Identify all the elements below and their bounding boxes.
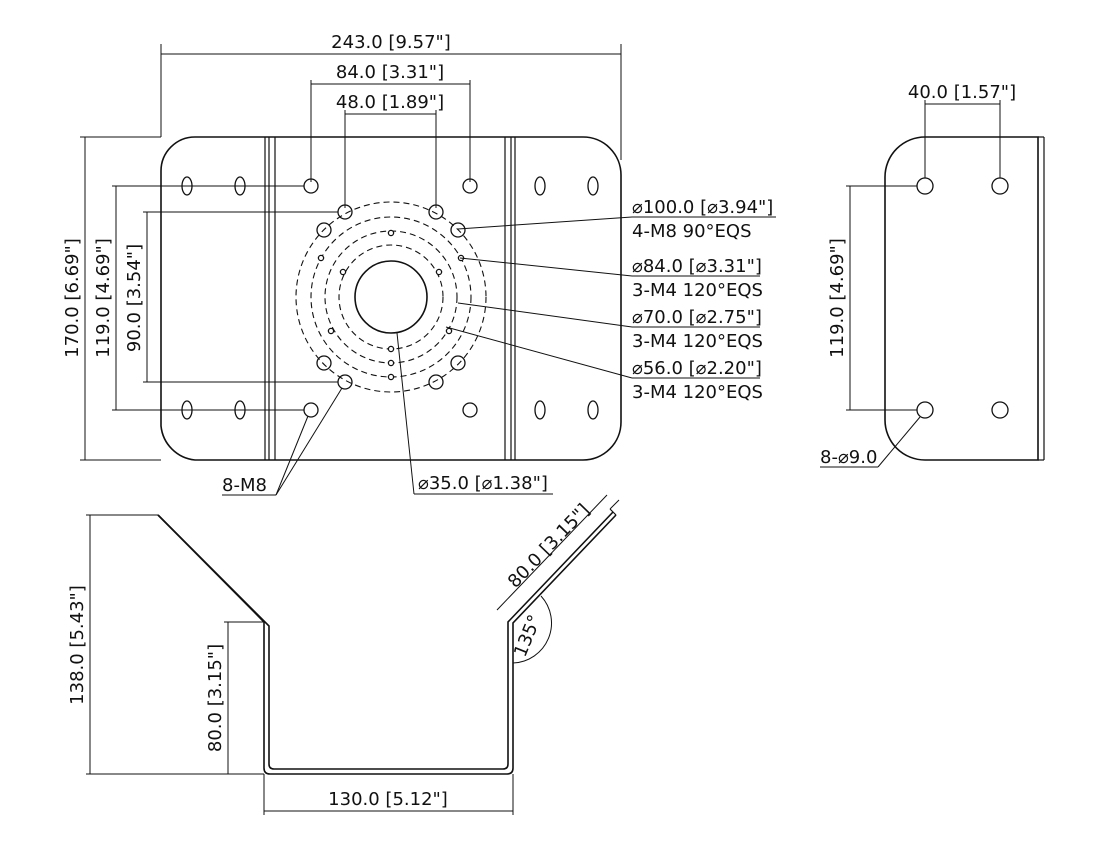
callout-c84-spec: 3-M4 120°EQS	[632, 280, 763, 301]
callout-c70-spec: 3-M4 120°EQS	[632, 331, 763, 352]
m8-leader-2	[275, 387, 343, 496]
profile-dim-height-wall: 80.0 [3.15"]	[205, 644, 226, 752]
callout-leaders	[445, 216, 776, 379]
bend-lines	[264, 137, 516, 460]
dim-height-holes: 119.0 [4.69"]	[93, 238, 114, 358]
profile-dim-bottom-width: 130.0 [5.12"]	[328, 789, 448, 810]
left-dimensions	[80, 136, 338, 461]
callout-center-hole: ⌀35.0 [⌀1.38"]	[418, 473, 548, 494]
dim-width-total: 243.0 [9.57"]	[331, 32, 451, 53]
top-view: 243.0 [9.57"] 84.0 [3.31"] 48.0 [1.89"] …	[62, 32, 776, 496]
angle-arc	[512, 595, 553, 664]
callout-c70-dia: ⌀70.0 [⌀2.75"]	[632, 307, 762, 328]
callout-c56-spec: 3-M4 120°EQS	[632, 382, 763, 403]
profile-view: 138.0 [5.43"] 80.0 [3.15"] 130.0 [5.12"]…	[67, 494, 620, 815]
center-hole	[354, 260, 428, 334]
dim-width-inner-holes: 48.0 [1.89"]	[336, 92, 444, 113]
profile-angle: 135°	[510, 612, 546, 660]
m8-leader-1	[275, 415, 309, 496]
profile-dim-height-total: 138.0 [5.43"]	[67, 585, 88, 705]
center-hole-leader	[396, 332, 415, 495]
callout-c56-dia: ⌀56.0 [⌀2.20"]	[632, 358, 762, 379]
dim-width-outer-holes: 84.0 [3.31"]	[336, 62, 444, 83]
side-holes-callout: 8-⌀9.0	[820, 447, 877, 468]
profile-inner	[157, 511, 614, 770]
side-plate-outline	[884, 136, 1039, 461]
profile-outer	[157, 514, 617, 775]
callout-c100-spec: 4-M8 90°EQS	[632, 221, 752, 242]
side-view: 40.0 [1.57"] 119.0 [4.69"] 8-⌀9.0	[820, 82, 1045, 468]
side-dim-height: 119.0 [4.69"]	[827, 238, 848, 358]
callout-c84-dia: ⌀84.0 [⌀3.31"]	[632, 256, 762, 277]
m4-holes	[317, 229, 465, 381]
top-dimensions	[160, 44, 622, 208]
m8-holes	[303, 178, 478, 418]
plate-outline	[160, 136, 622, 461]
side-dim-width: 40.0 [1.57"]	[908, 82, 1016, 103]
dim-height-total: 170.0 [6.69"]	[62, 238, 83, 358]
slot-holes	[181, 176, 599, 420]
callout-m8-holes: 8-M8	[222, 475, 267, 496]
dim-height-inner: 90.0 [3.54"]	[124, 244, 145, 352]
callout-c100-dia: ⌀100.0 [⌀3.94"]	[632, 197, 773, 218]
